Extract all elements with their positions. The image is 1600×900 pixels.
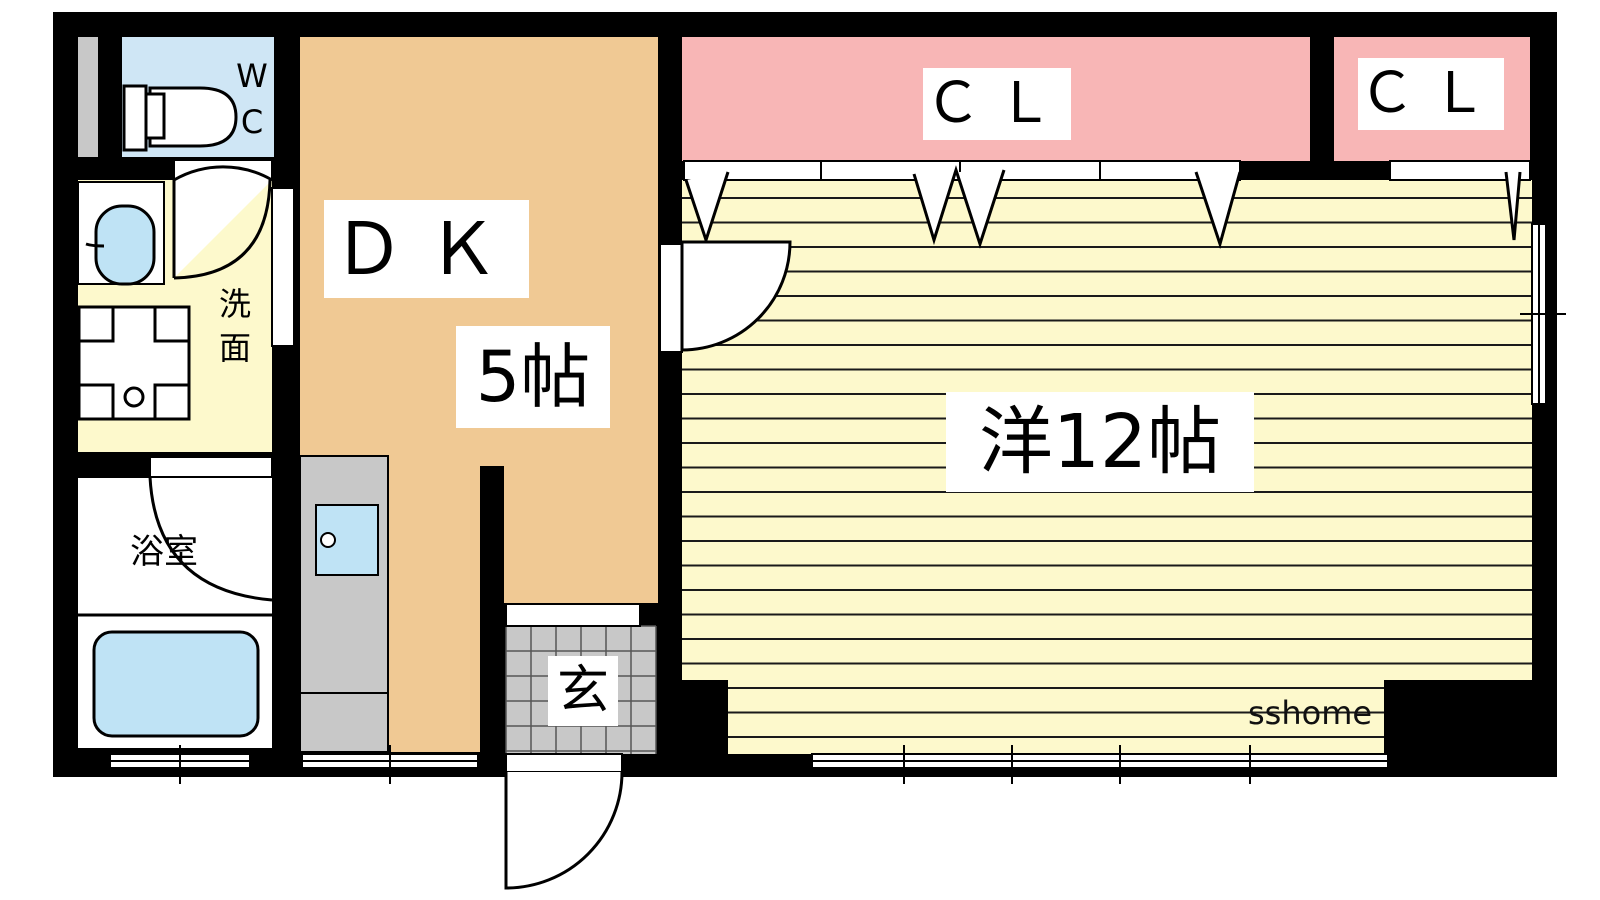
dk-size-label: 5帖 bbox=[456, 326, 610, 428]
closet-1-label: ＣＬ bbox=[923, 68, 1071, 140]
wc-label-line1: W bbox=[236, 57, 268, 95]
washing-machine-pan bbox=[77, 305, 191, 421]
entry-door-swing bbox=[504, 771, 624, 890]
bathroom-door-swing bbox=[148, 476, 273, 602]
entrance-step bbox=[505, 603, 641, 627]
washroom-label-line1: 洗 bbox=[218, 285, 251, 323]
bathtub-icon bbox=[92, 630, 260, 738]
wc-label: W C bbox=[232, 60, 272, 138]
washroom-door-swing bbox=[172, 165, 273, 278]
wc-label-line2: C bbox=[240, 103, 264, 141]
wc-side-panel bbox=[78, 37, 98, 157]
room-door-swing bbox=[680, 240, 792, 352]
watermark: sshome bbox=[1248, 694, 1373, 732]
folding-door-marks bbox=[684, 165, 1522, 250]
entrance-label: 玄 bbox=[548, 656, 618, 726]
kitchen-counter bbox=[299, 455, 389, 753]
washroom-label-line2: 面 bbox=[218, 329, 251, 367]
bathroom-label: 浴室 bbox=[130, 532, 198, 572]
closet-2-door-strip bbox=[1389, 160, 1531, 181]
partition-wall bbox=[480, 466, 504, 752]
dk-label: ＤＫ bbox=[324, 200, 529, 298]
kitchen-sink-icon bbox=[315, 504, 379, 576]
closet-2-label: ＣＬ bbox=[1358, 58, 1504, 130]
toilet-icon bbox=[122, 84, 238, 152]
washroom-label: 洗 面 bbox=[213, 288, 257, 364]
washbasin-icon bbox=[94, 204, 156, 286]
western-room-label: 洋12帖 bbox=[946, 392, 1254, 492]
